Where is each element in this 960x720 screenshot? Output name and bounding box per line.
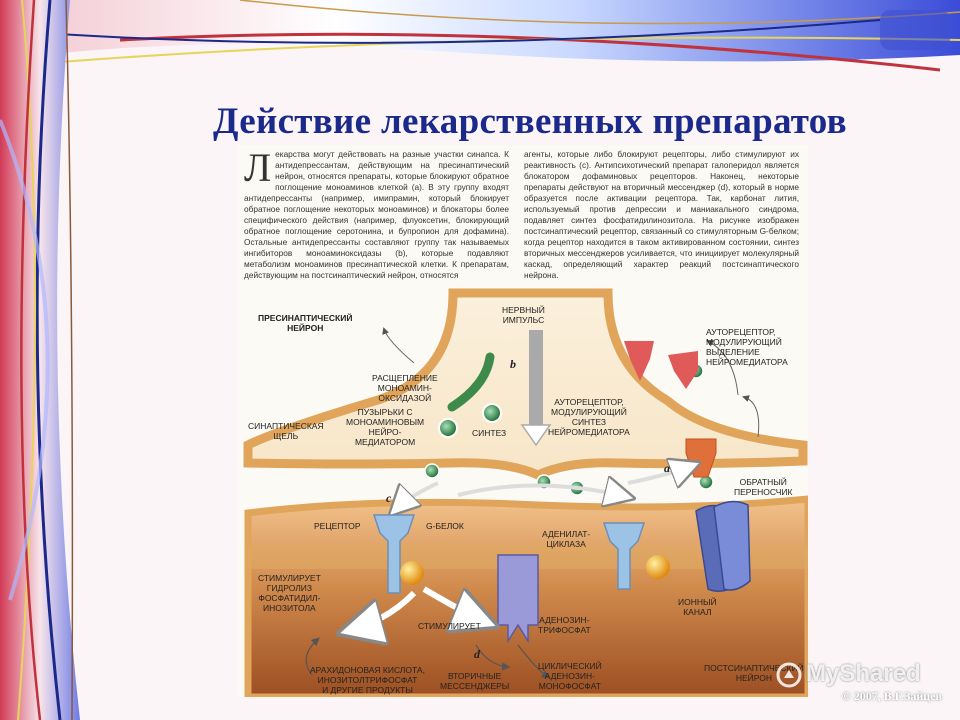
- label-atp: АДЕНОЗИН- ТРИФОСФАТ: [538, 615, 591, 635]
- feedback-arrow: [706, 340, 739, 396]
- messenger-arrow: [475, 644, 511, 671]
- vesicle: [482, 403, 502, 423]
- watermark-text: MyShared: [806, 660, 921, 687]
- messenger-arrow: [305, 637, 320, 676]
- impulse-arrowhead: [520, 424, 552, 447]
- autoreceptor-release: [624, 341, 654, 381]
- presynaptic-terminal: [243, 288, 808, 480]
- label-vesicles: ПУЗЫРЬКИ С МОНОАМИНОВЫМ НЕЙРО- МЕДИАТОРО…: [346, 407, 425, 447]
- drop-cap: Л: [244, 145, 272, 190]
- label-autoreceptor-release: АУТОРЕЦЕПТОР, МОДУЛИРУЮЩИЙ ВЫДЕЛЕНИЕ НЕЙ…: [706, 327, 788, 367]
- frame-top-stripe: [119, 32, 941, 72]
- neurotransmitter: [424, 463, 440, 479]
- feedback-arrow: [742, 395, 760, 438]
- watermark: MyShared: [776, 660, 936, 688]
- frame-top-stripe: [0, 19, 881, 44]
- messenger-arrow: [517, 644, 551, 679]
- figure-text-right: агенты, которые либо блокируют рецепторы…: [524, 149, 799, 280]
- copyright: © 2007, В.Г.Зайцев: [841, 689, 942, 703]
- reuptake-arrow: [627, 465, 694, 483]
- receptor: [602, 522, 646, 590]
- cascade-arrow: [348, 590, 417, 631]
- frame-corner-accent: [880, 10, 950, 50]
- label-cleft: СИНАПТИЧЕСКАЯ ЩЕЛЬ: [248, 421, 324, 441]
- letter-c: c: [386, 491, 392, 505]
- reuptake-transporter: [685, 438, 717, 478]
- autoreceptor-release: [668, 351, 698, 389]
- g-protein: [400, 561, 424, 585]
- label-ion-channel: ИОННЫЙ КАНАЛ: [678, 597, 717, 617]
- label-gprotein: G-БЕЛОК: [426, 521, 464, 531]
- label-impulse: НЕРВНЫЙ ИМПУЛЬС: [502, 305, 545, 325]
- mao-enzyme: [447, 352, 495, 412]
- g-protein: [646, 555, 670, 579]
- slide-title: Действие лекарственных препаратов: [213, 101, 847, 142]
- receptor: [372, 514, 416, 594]
- synapse-diagram: [243, 288, 808, 697]
- ion-channel: [713, 500, 751, 591]
- label-presynaptic: ПРЕСИНАПТИЧЕСКИЙ НЕЙРОН: [258, 313, 353, 333]
- frame-top-band: [0, 0, 960, 62]
- label-arachidonic: АРАХИДОНОВАЯ КИСЛОТА, ИНОЗИТОЛТРИФОСФАТ …: [310, 665, 425, 695]
- letter-b: b: [510, 357, 516, 371]
- label-synthesis: СИНТЕЗ: [472, 428, 507, 438]
- label-stimulates: СТИМУЛИРУЕТ: [418, 621, 481, 631]
- label-second-messengers: ВТОРИЧНЫЕ МЕССЕНДЖЕРЫ: [440, 671, 510, 691]
- label-postsynaptic: ПОСТСИНАПТИЧЕСКИЙ НЕЙРОН: [704, 663, 804, 683]
- label-reuptake: ОБРАТНЫЙ ПЕРЕНОСЧИК: [734, 477, 793, 497]
- frame-left-stripe: [0, 119, 50, 601]
- label-receptor: РЕЦЕПТОР: [314, 521, 361, 531]
- frame-left-stripe: [35, 0, 62, 720]
- diffusion-arrow: [457, 485, 628, 497]
- frame-left-stripe: [20, 0, 42, 720]
- adenylate-cyclase: [497, 554, 539, 644]
- label-adenylate: АДЕНИЛАТ- ЦИКЛАЗА: [542, 529, 591, 549]
- letter-a: a: [664, 461, 670, 475]
- letter-d: d: [474, 647, 480, 661]
- frame-top-stripe: [239, 0, 960, 25]
- cascade-arrow: [422, 586, 488, 623]
- label-autoreceptor-synthesis: АУТОРЕЦЕПТОР, МОДУЛИРУЮЩИЙ СИНТЕЗ НЕЙРОМ…: [548, 397, 630, 437]
- label-camp: ЦИКЛИЧЕСКИЙ АДЕНОЗИН- МОНОФОСФАТ: [538, 661, 602, 691]
- frame-left-stripe: [65, 0, 74, 720]
- feedback-arrow: [382, 327, 415, 364]
- diffusion-arrow: [394, 481, 439, 511]
- vesicle: [438, 418, 458, 438]
- figure-text-left-body: екарства могут действовать на разные уча…: [244, 149, 509, 280]
- watermark-logo-icon: [776, 662, 802, 688]
- label-mao: РАСЩЕПЛЕНИЕ МОНОАМИН- ОКСИДАЗОЙ: [372, 373, 438, 403]
- label-stimulates-hydrolysis: СТИМУЛИРУЕТ ГИДРОЛИЗ ФОСФАТИДИЛ- ИНОЗИТО…: [258, 573, 321, 613]
